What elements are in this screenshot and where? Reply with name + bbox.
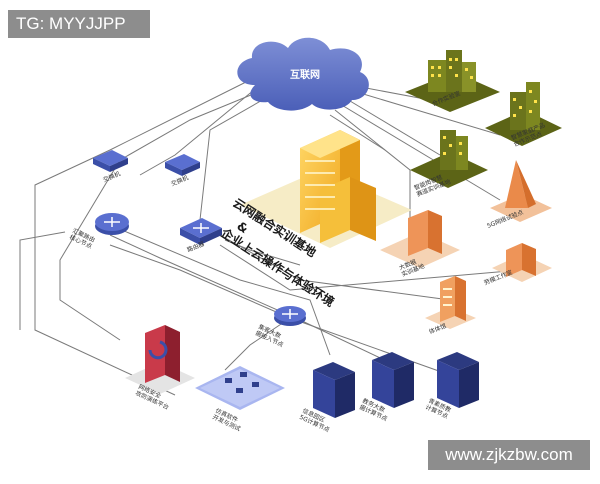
switch-right: 交换机 [165, 154, 200, 188]
five-g-building: 5G网络试验点 [486, 160, 552, 230]
internet-label: 互联网 [290, 68, 320, 81]
campus-bldg-label: 体体馆 [428, 322, 448, 336]
smart-campus-building: 智能岗智慧赛道实训基地 [410, 130, 488, 198]
security-platform: 网络安全攻防演练平台 [125, 325, 195, 411]
router-lower-label: 集客大数据接入节点 [254, 323, 288, 349]
coop-lab-building: 合作实验室 [405, 50, 500, 112]
watermark-bottom-right: www.zjkzbw.com [428, 440, 590, 470]
router-center: 路由器 [180, 218, 222, 254]
watermark-top-left: TG: MYYJJPP [8, 10, 150, 38]
server-1: 信息园区5G计算节点 [298, 362, 355, 434]
campus-building: 体体馆 [425, 276, 476, 336]
switch-left-label: 交换机 [102, 170, 122, 184]
sim-platform: 仿真软件开发与测试 [195, 366, 285, 433]
switch-right-label: 交换机 [170, 174, 190, 188]
server-3: 青素质教计算节点 [424, 352, 479, 420]
central-building [240, 130, 412, 248]
router-left-label: 汇聚路由核心节点 [68, 227, 96, 251]
server-2: 教务大数据计算节点 [358, 352, 414, 423]
router-left: 汇聚路由核心节点 [68, 213, 129, 250]
practice-base-building: 大数据实训基地 [380, 210, 460, 278]
sim-platform-label: 仿真软件开发与测试 [211, 407, 245, 433]
workshop-label: 劳模工作室 [483, 268, 514, 287]
router-lower: 集客大数据接入节点 [254, 306, 306, 349]
workshop-building: 劳模工作室 [483, 243, 552, 287]
connection-lines [19, 79, 521, 396]
internet-cloud: 互联网 [237, 37, 369, 111]
